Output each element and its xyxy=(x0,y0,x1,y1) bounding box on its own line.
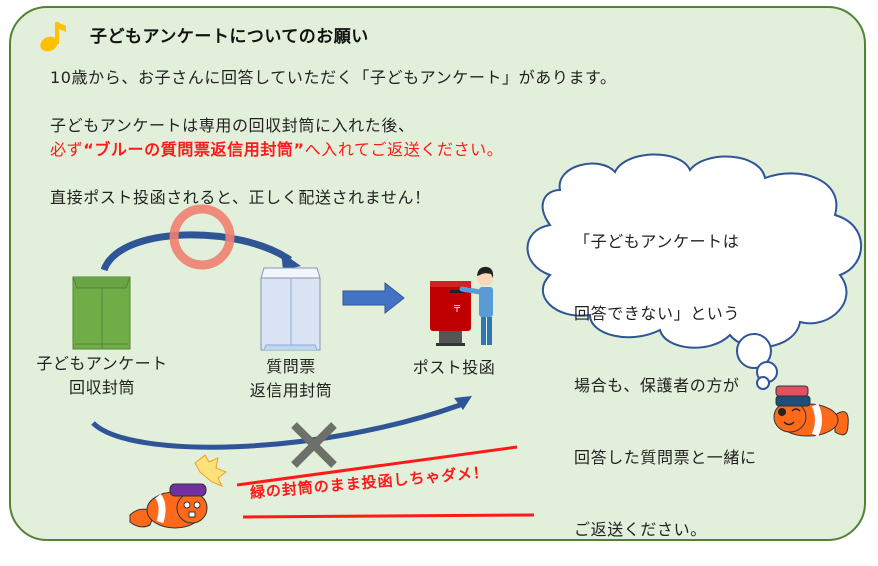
cloud-line: 「子どもアンケートは xyxy=(574,232,740,251)
green-envelope-label-line2: 回収封筒 xyxy=(68,378,135,397)
cloud-line: 回答した質問票と一緒に xyxy=(574,448,757,467)
burst-icon xyxy=(194,454,228,487)
correct-path-arrow xyxy=(100,231,301,272)
blue-envelope-icon xyxy=(260,267,321,351)
instruction-emphasis: 必ず“ブルーの質問票返信用封筒”へ入れてご返送ください。 xyxy=(50,136,503,160)
wrong-path-arrow xyxy=(91,396,472,450)
warning-line-bottom xyxy=(242,513,535,519)
clownfish-mascot-wink xyxy=(773,385,849,437)
cloud-line: 回答できない」という xyxy=(574,304,741,323)
blue-envelope-label: 質問票 返信用封筒 xyxy=(230,355,352,403)
ng-cross-icon xyxy=(291,422,337,468)
blue-envelope-label-line2: 返信用封筒 xyxy=(249,381,333,400)
intro-text: 10歳から、お子さんに回答していただく「子どもアンケート」があります。 xyxy=(50,68,617,87)
cloud-line: ご返送ください。 xyxy=(574,520,707,539)
green-envelope-icon xyxy=(72,276,131,350)
cloud-line: 場合も、保護者の方が xyxy=(574,376,740,395)
svg-text:〒: 〒 xyxy=(452,305,461,315)
instruction-prefix: 必ず xyxy=(50,140,84,159)
clownfish-mascot-angry xyxy=(129,483,208,529)
warning-text: 直接ポスト投函されると、正しく配送されません！ xyxy=(50,188,431,207)
instruction-text: 子どもアンケートは専用の回収封筒に入れた後、 xyxy=(50,116,415,135)
green-envelope-label-line1: 子どもアンケート xyxy=(36,354,168,373)
right-arrow-icon xyxy=(342,281,405,315)
cloud-text: 「子どもアンケートは 回答できない」という 場合も、保護者の方が 回答した質問票… xyxy=(574,182,757,566)
music-note-icon xyxy=(40,22,66,52)
blue-envelope-label-line1: 質問票 xyxy=(266,357,316,376)
warning-line-top xyxy=(236,445,518,487)
instruction-suffix: へ入れてご返送ください。 xyxy=(304,140,504,159)
blue-envelope-emphasis: “ブルーの質問票返信用封筒” xyxy=(83,140,305,159)
post-label: ポスト投函 xyxy=(412,358,496,377)
mailbox-person-illustration: 〒 xyxy=(430,266,494,346)
green-envelope-label: 子どもアンケート 回収封筒 xyxy=(22,352,182,400)
diagram-graphics: 〒 xyxy=(40,22,863,529)
thought-cloud xyxy=(526,153,863,390)
page-title: 子どもアンケートについてのお願い xyxy=(90,27,369,47)
ok-circle-icon xyxy=(169,204,235,270)
